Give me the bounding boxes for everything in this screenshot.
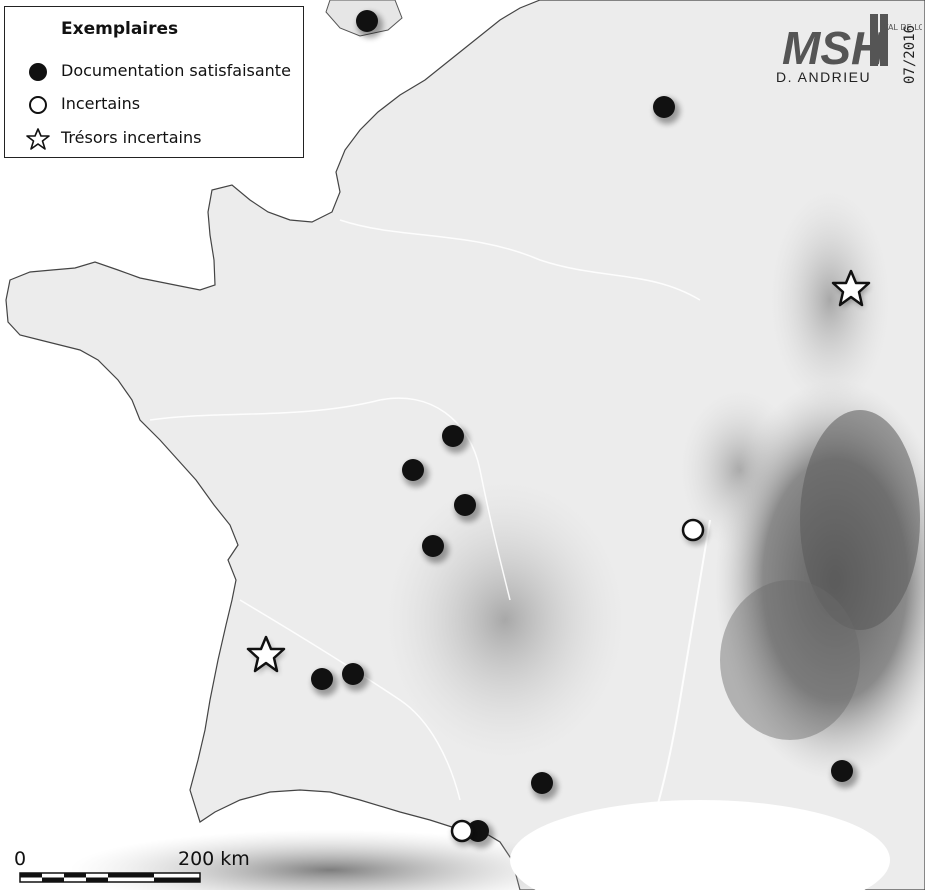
site-marker-documented xyxy=(831,760,858,788)
scale-start-label: 0 xyxy=(14,848,27,870)
alps-relief-south xyxy=(720,580,860,740)
legend-item-uncertain-hoard: Trésors incertains xyxy=(5,126,300,152)
legend-item-label: Incertains xyxy=(61,94,141,113)
seine-river xyxy=(339,219,701,301)
logo-brand: MSH xyxy=(782,22,885,74)
legend-item-label: Documentation satisfaisante xyxy=(61,61,291,80)
legend: Exemplaires Documentation satisfaisante … xyxy=(4,6,304,158)
legend-item-uncertain: Incertains xyxy=(5,92,300,118)
site-marker-documented xyxy=(653,96,680,124)
scale-bar xyxy=(19,872,201,883)
mediterranean-sea xyxy=(510,800,890,890)
loire-river xyxy=(149,397,511,601)
filled-circle-icon xyxy=(29,63,47,81)
site-marker-star xyxy=(831,269,871,308)
markers-documented xyxy=(311,10,858,848)
scale-end-label: 200 km xyxy=(178,848,250,870)
site-marker-documented xyxy=(356,10,383,38)
alps-relief-core xyxy=(800,410,920,630)
vosges-relief xyxy=(770,190,890,410)
site-marker-star xyxy=(246,635,286,674)
site-marker-documented xyxy=(442,425,469,453)
msh-logo: MSH VAL DE LOIRE D. ANDRIEU 07/2016 xyxy=(770,4,925,90)
site-marker-documented xyxy=(342,663,369,691)
open-circle-icon xyxy=(29,96,47,114)
logo-date: 07/2016 xyxy=(902,25,918,84)
logo-region: VAL DE LOIRE xyxy=(883,23,922,32)
rhone-river xyxy=(649,519,711,831)
legend-item-documented: Documentation satisfaisante xyxy=(5,59,300,85)
site-marker-uncertain xyxy=(681,518,708,545)
site-marker-documented xyxy=(422,535,449,563)
markers-uncertain xyxy=(450,518,708,846)
site-marker-documented xyxy=(454,494,481,522)
site-marker-uncertain xyxy=(450,819,476,846)
msh-logo-graphic: MSH VAL DE LOIRE D. ANDRIEU 07/2016 xyxy=(776,14,925,85)
markers-uncertain-hoard xyxy=(246,269,871,674)
logo-author: D. ANDRIEU xyxy=(776,69,871,85)
legend-item-label: Trésors incertains xyxy=(61,128,202,147)
site-marker-documented xyxy=(531,772,558,800)
star-icon xyxy=(26,128,50,150)
site-marker-documented xyxy=(311,668,338,696)
site-marker-documented xyxy=(402,459,429,487)
legend-title: Exemplaires xyxy=(61,19,179,39)
garonne-river xyxy=(239,599,461,801)
